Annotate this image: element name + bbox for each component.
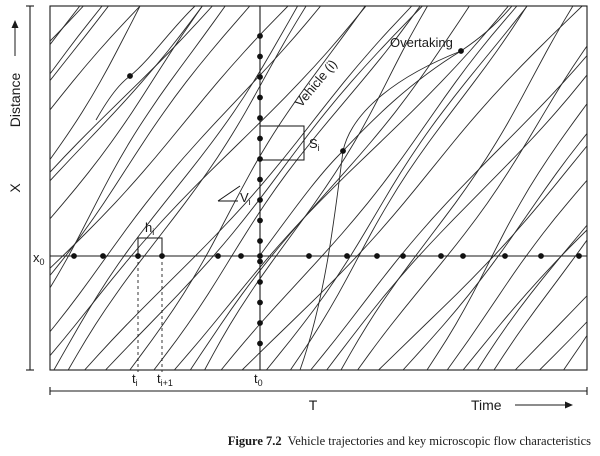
trajectory (153, 6, 421, 370)
trajectory (173, 6, 509, 370)
trajectory (50, 6, 289, 269)
snapshot-point (257, 340, 263, 347)
snapshot-point (257, 53, 263, 60)
trajectory (446, 179, 587, 370)
trajectory (50, 6, 141, 111)
trajectory (493, 239, 587, 370)
trajectory (50, 6, 367, 357)
distance-arrow-head (11, 20, 19, 28)
trajectory (378, 145, 587, 370)
snapshot-point (257, 176, 263, 183)
snapshot-point (257, 197, 263, 203)
trajectory (426, 102, 587, 370)
time-axis-title: Time (471, 397, 502, 413)
ti1-label: ti+1 (157, 371, 173, 388)
passage-point (502, 253, 508, 259)
time-variable: T (309, 397, 318, 413)
trajectory (50, 6, 226, 289)
passage-point (344, 253, 350, 259)
snapshot-point (257, 94, 263, 101)
trajectory (53, 6, 298, 370)
passage-point (238, 253, 244, 259)
headway-bracket (137, 237, 163, 256)
trajectory (266, 6, 528, 370)
overtaking-trajectory (299, 50, 462, 370)
passage-point (215, 253, 221, 259)
snapshot-point (257, 135, 263, 142)
x0-label: x0 (33, 250, 45, 267)
trajectory (477, 224, 587, 370)
trajectory (0, 6, 6, 370)
spacing-bracket (260, 125, 305, 161)
trajectory (105, 6, 423, 370)
trajectory (50, 6, 213, 173)
trajectory (514, 295, 587, 370)
trajectory (50, 6, 203, 220)
snapshot-point (257, 258, 263, 265)
trajectory (189, 6, 470, 370)
trajectory (563, 334, 587, 370)
overtaking-label: Overtaking (390, 35, 453, 50)
passage-point (71, 253, 77, 259)
passage-point (100, 253, 106, 259)
spacing-label: Si (309, 136, 320, 153)
snapshot-point (257, 217, 263, 224)
snapshot-point (257, 156, 263, 162)
speed-label: Vi (240, 190, 251, 207)
ti-label: ti (132, 371, 138, 388)
vehicle-i-trajectory (257, 6, 513, 259)
snapshot-point (257, 299, 263, 306)
passage-point (438, 253, 444, 259)
origin-point (257, 253, 263, 259)
trajectory (402, 132, 587, 370)
vehicle-i-point (340, 148, 346, 154)
headway-label: hi (145, 220, 154, 237)
snapshot-point (257, 115, 263, 121)
trajectory (462, 229, 587, 370)
overtaking-point (458, 48, 464, 54)
passage-point (374, 253, 380, 259)
lane-change-point (127, 73, 133, 79)
trajectory (290, 6, 528, 370)
snapshot-point (257, 33, 263, 39)
trajectory (67, 6, 307, 370)
distance-axis-title: Distance (7, 73, 23, 128)
passage-point (306, 253, 312, 259)
trajectory (326, 74, 587, 370)
passage-point (400, 253, 406, 259)
snapshot-point (257, 320, 263, 326)
passage-point (576, 253, 582, 259)
snapshot-point (257, 238, 263, 244)
trajectory (204, 6, 428, 370)
trajectory (129, 6, 366, 370)
trajectory (50, 6, 203, 182)
speed-angle-leg (217, 185, 241, 202)
distance-variable: X (7, 183, 23, 193)
observation-points (71, 33, 582, 347)
trajectory (357, 45, 587, 370)
snapshot-point (257, 279, 263, 285)
trajectory (50, 6, 251, 277)
time-arrow-head (565, 401, 573, 409)
passage-point (460, 253, 466, 259)
t0-label: t0 (254, 371, 263, 388)
snapshot-point (257, 74, 263, 80)
trajectory (310, 54, 587, 370)
trajectory (50, 6, 141, 161)
trajectory (340, 6, 574, 370)
trajectory (0, 6, 7, 370)
trajectory (84, 6, 413, 370)
trajectory (241, 6, 583, 370)
passage-point (538, 253, 544, 259)
trajectory (539, 321, 587, 370)
vehicle-trajectories (0, 6, 587, 370)
plot-frame (49, 5, 588, 371)
